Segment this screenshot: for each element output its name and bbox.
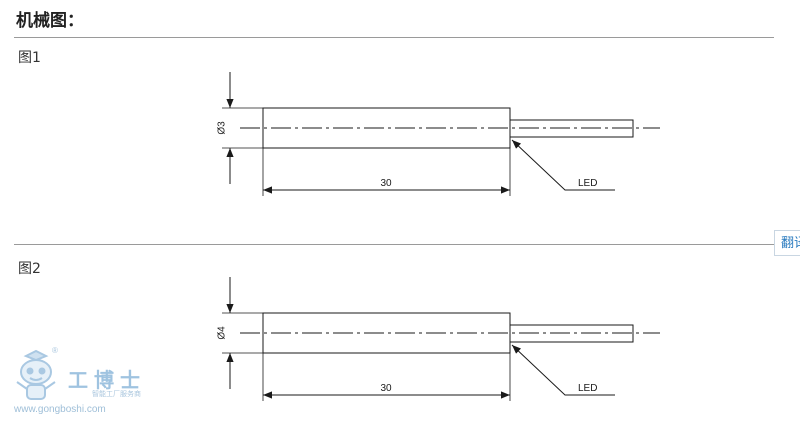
figure-1-led-text: LED bbox=[578, 178, 597, 189]
figure-2-led-text: LED bbox=[578, 383, 597, 394]
translate-tab[interactable]: 翻译 bbox=[774, 230, 800, 256]
heading-divider bbox=[14, 37, 774, 38]
cable bbox=[509, 119, 634, 138]
watermark-name: 工博士 bbox=[68, 368, 146, 392]
figure-divider bbox=[14, 244, 800, 245]
watermark: ® 工博士 智能工厂服务商 www.gongboshi.com bbox=[8, 346, 183, 416]
page-heading: 机械图： bbox=[16, 11, 84, 31]
watermark-registered-mark: ® bbox=[52, 346, 58, 355]
figure-2-label: 图2 bbox=[18, 261, 41, 277]
watermark-url: www.gongboshi.com bbox=[14, 404, 106, 415]
watermark-tagline: 智能工厂服务商 bbox=[92, 390, 141, 398]
figure-2-length-text: 30 bbox=[380, 383, 392, 394]
cable bbox=[509, 324, 634, 343]
figure-1-label: 图1 bbox=[18, 50, 41, 66]
figure-1-length-text: 30 bbox=[380, 178, 392, 189]
led-leader bbox=[511, 139, 615, 191]
figure-1-diameter-text: Ø3 bbox=[217, 121, 228, 135]
figure-2-diameter-text: Ø4 bbox=[217, 326, 228, 340]
robot-mascot-icon bbox=[16, 349, 56, 400]
led-leader bbox=[511, 344, 615, 396]
